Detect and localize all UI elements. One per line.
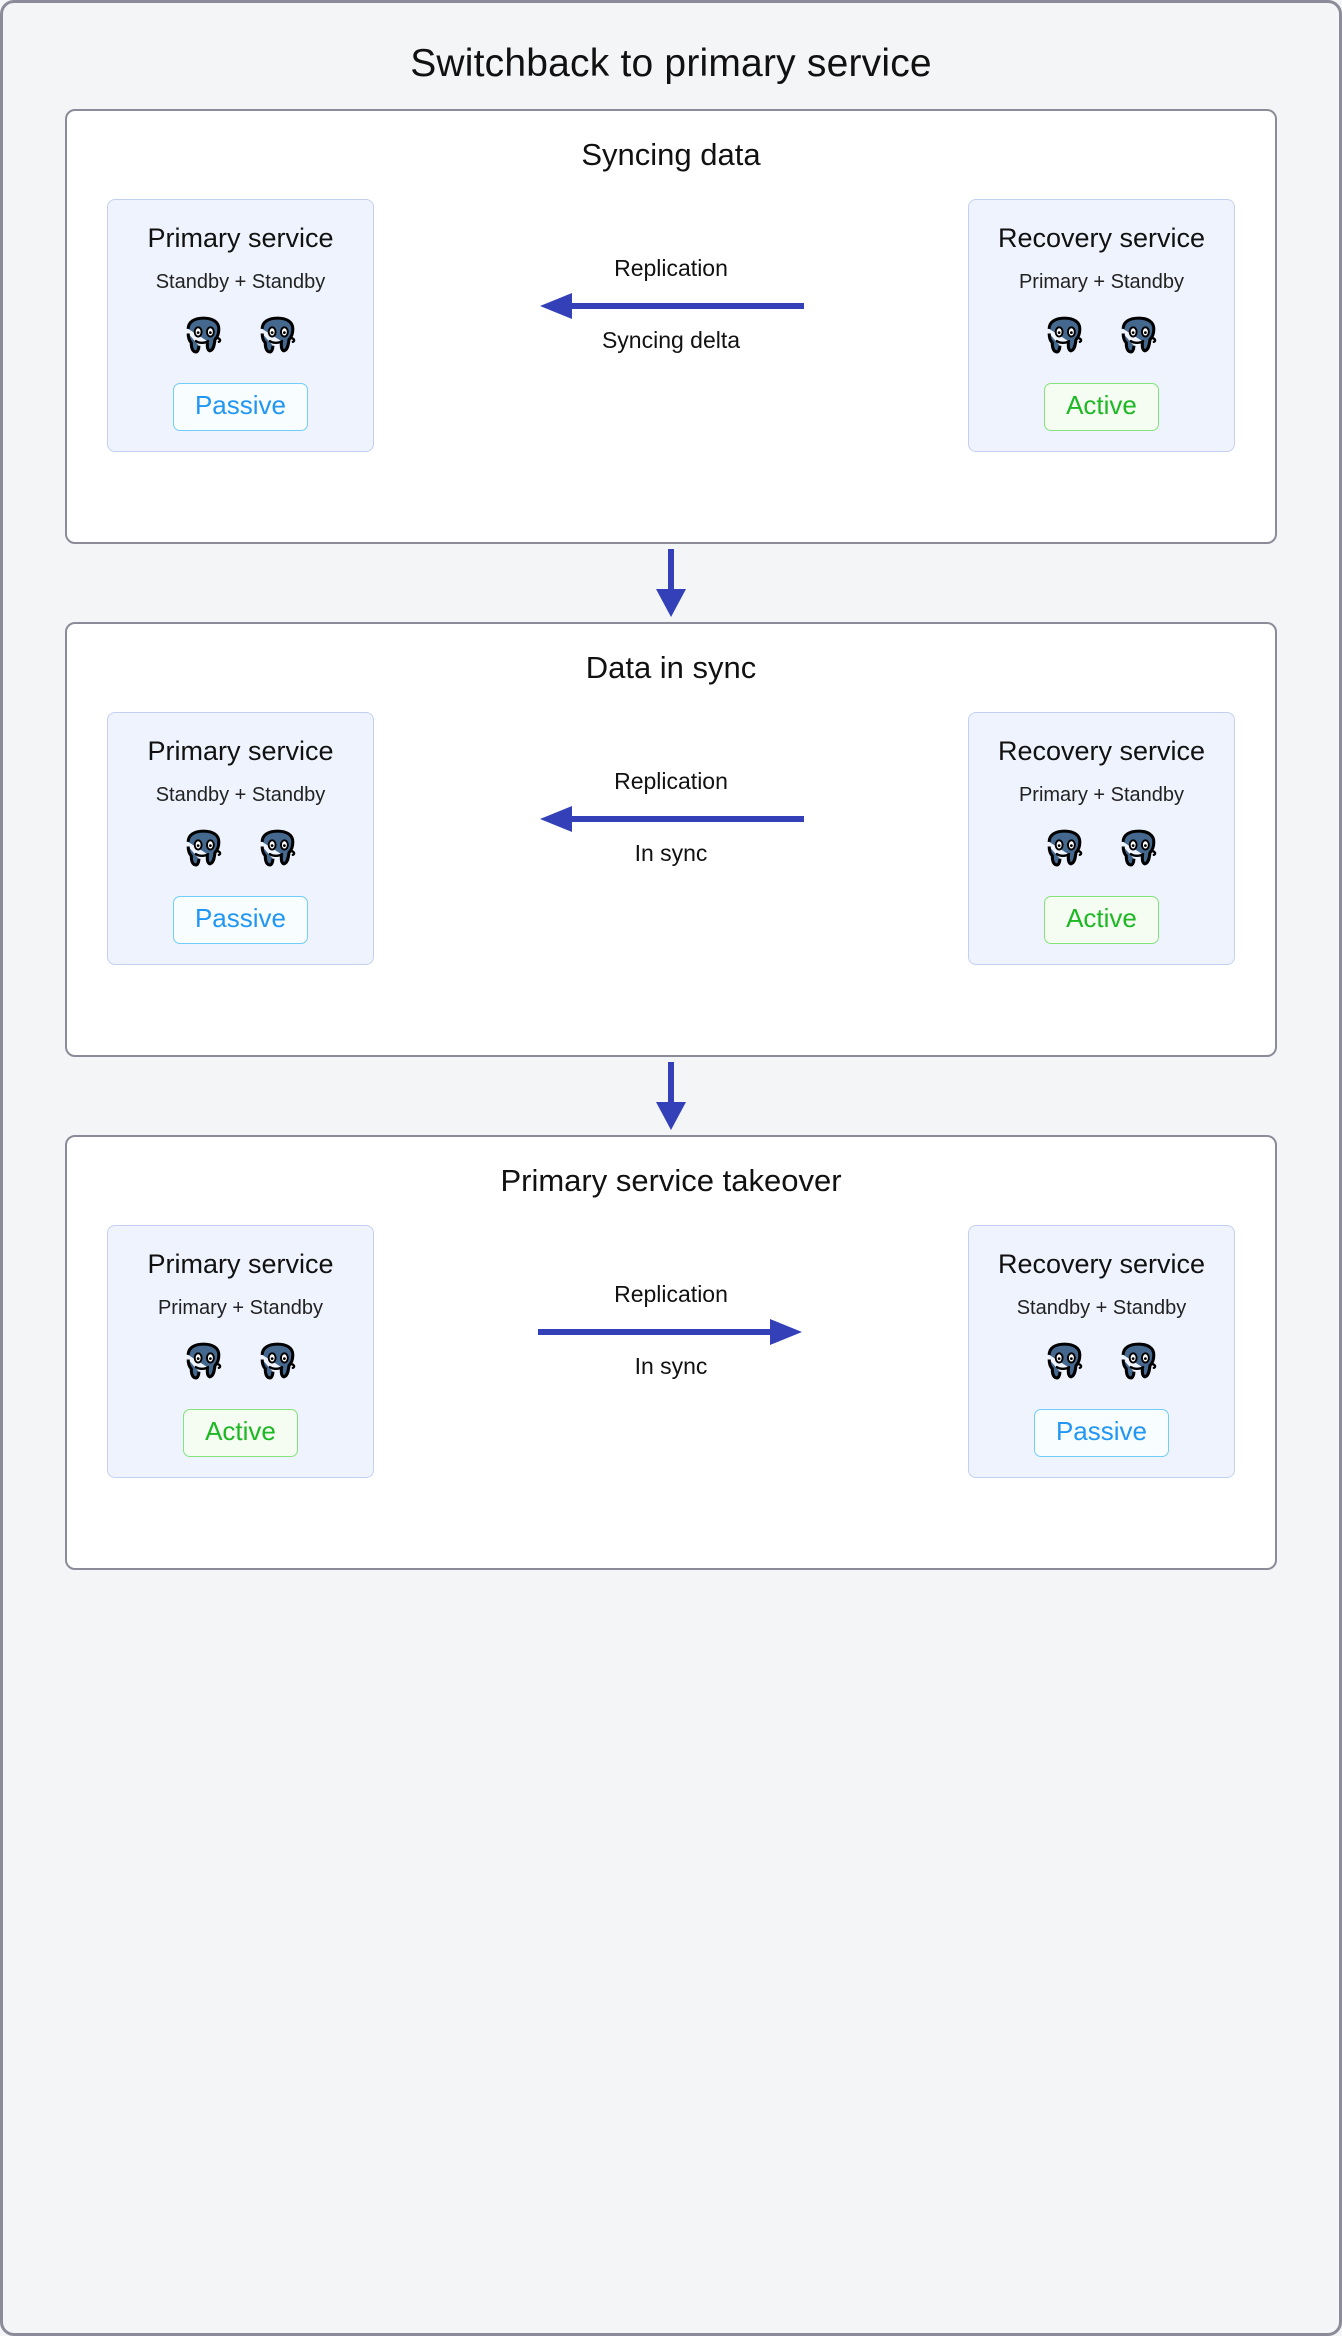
page-title: Switchback to primary service [410, 42, 932, 85]
link-top-label: Replication [614, 254, 728, 281]
service-box-primary[interactable]: Primary service Standby + Standby [107, 711, 374, 966]
postgres-elephant-icon [253, 1338, 302, 1387]
service-roles: Primary + Standby [1018, 784, 1185, 807]
arrow-left-icon [374, 292, 968, 319]
replication-link: Replication In sync [374, 1225, 968, 1478]
service-name: Primary service [147, 735, 334, 766]
service-name: Recovery service [997, 1248, 1206, 1279]
link-bottom-label: Syncing delta [601, 326, 741, 353]
stage-panel-3: Primary service takeover Primary service… [65, 1134, 1277, 1570]
service-box-recovery[interactable]: Recovery service Primary + Standby [968, 711, 1235, 966]
stage-title: Primary service takeover [500, 1162, 842, 1198]
arrow-down-icon [649, 1060, 693, 1132]
node-row [179, 1338, 302, 1387]
arrow-down-icon [649, 547, 693, 619]
postgres-elephant-icon [179, 1338, 228, 1387]
service-name: Recovery service [997, 222, 1206, 253]
stage-title: Syncing data [581, 136, 761, 172]
stage-connector-2-3 [65, 1057, 1277, 1135]
status-badge: Active [1044, 896, 1159, 945]
stage-panel-2: Data in sync Primary service Standby + S… [65, 621, 1277, 1057]
node-row [1040, 825, 1163, 874]
postgres-elephant-icon [179, 312, 228, 361]
stages-container: Syncing data Primary service Standby + S… [3, 108, 1339, 1570]
service-box-recovery[interactable]: Recovery service Standby + Standby [968, 1224, 1235, 1479]
stage-connector-1-2 [65, 544, 1277, 622]
status-badge: Passive [172, 896, 309, 945]
node-row [179, 825, 302, 874]
stage-body: Primary service Standby + Standby [67, 686, 1275, 966]
service-box-recovery[interactable]: Recovery service Primary + Standby [968, 198, 1235, 453]
link-top-label: Replication [614, 1280, 728, 1307]
postgres-elephant-icon [1040, 825, 1089, 874]
replication-link: Replication Syncing delta [374, 199, 968, 452]
postgres-elephant-icon [1040, 312, 1089, 361]
service-roles: Primary + Standby [157, 1297, 324, 1320]
service-name: Primary service [147, 222, 334, 253]
postgres-elephant-icon [1040, 1338, 1089, 1387]
postgres-elephant-icon [253, 312, 302, 361]
service-roles: Primary + Standby [1018, 271, 1185, 294]
service-name: Primary service [147, 1248, 334, 1279]
service-roles: Standby + Standby [155, 784, 326, 807]
postgres-elephant-icon [1114, 1338, 1163, 1387]
link-top-label: Replication [614, 767, 728, 794]
arrow-left-icon [374, 805, 968, 832]
postgres-elephant-icon [179, 825, 228, 874]
service-box-primary[interactable]: Primary service Standby + Standby [107, 198, 374, 453]
link-bottom-label: In sync [634, 839, 708, 866]
postgres-elephant-icon [1114, 312, 1163, 361]
replication-link: Replication In sync [374, 712, 968, 965]
service-box-primary[interactable]: Primary service Primary + Standby [107, 1224, 374, 1479]
status-badge: Active [1044, 383, 1159, 432]
node-row [1040, 1338, 1163, 1387]
stage-body: Primary service Standby + Standby [67, 173, 1275, 453]
status-badge: Passive [1033, 1409, 1170, 1458]
postgres-elephant-icon [1114, 825, 1163, 874]
postgres-elephant-icon [253, 825, 302, 874]
service-roles: Standby + Standby [1016, 1297, 1187, 1320]
node-row [1040, 312, 1163, 361]
status-badge: Passive [172, 383, 309, 432]
link-bottom-label: In sync [634, 1352, 708, 1379]
service-name: Recovery service [997, 735, 1206, 766]
node-row [179, 312, 302, 361]
arrow-right-icon [374, 1318, 968, 1345]
stage-panel-1: Syncing data Primary service Standby + S… [65, 108, 1277, 544]
stage-body: Primary service Primary + Standby [67, 1199, 1275, 1479]
status-badge: Active [183, 1409, 298, 1458]
service-roles: Standby + Standby [155, 271, 326, 294]
stage-title: Data in sync [585, 649, 757, 685]
